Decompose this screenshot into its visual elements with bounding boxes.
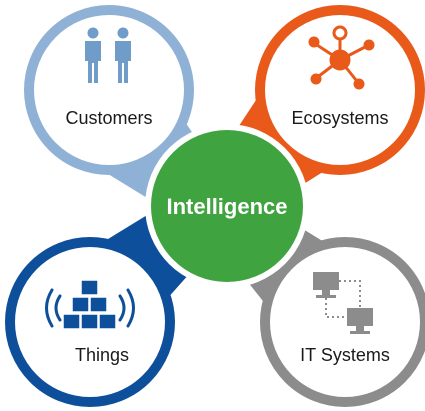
computers-icon bbox=[313, 272, 373, 334]
node-it-systems: IT Systems bbox=[260, 237, 425, 407]
node-ecosystems-ring bbox=[255, 5, 425, 175]
node-ecosystems: Ecosystems bbox=[255, 5, 425, 175]
signal-waves-icon bbox=[45, 288, 135, 328]
node-it-systems-label: IT Systems bbox=[300, 345, 390, 365]
network-icon bbox=[308, 25, 375, 90]
node-things-label: Things bbox=[75, 345, 129, 365]
center-node: Intelligence bbox=[145, 124, 309, 288]
node-ecosystems-label: Ecosystems bbox=[291, 108, 388, 128]
center-disc bbox=[151, 130, 303, 282]
node-things: Things bbox=[5, 237, 175, 407]
people-icon bbox=[85, 27, 131, 83]
center-label: Intelligence bbox=[166, 194, 287, 219]
node-customers-ring bbox=[24, 5, 194, 175]
node-customers-label: Customers bbox=[65, 108, 152, 128]
node-customers: Customers bbox=[24, 5, 194, 175]
cubes-icon bbox=[62, 279, 117, 330]
node-it-systems-ring bbox=[260, 237, 425, 407]
